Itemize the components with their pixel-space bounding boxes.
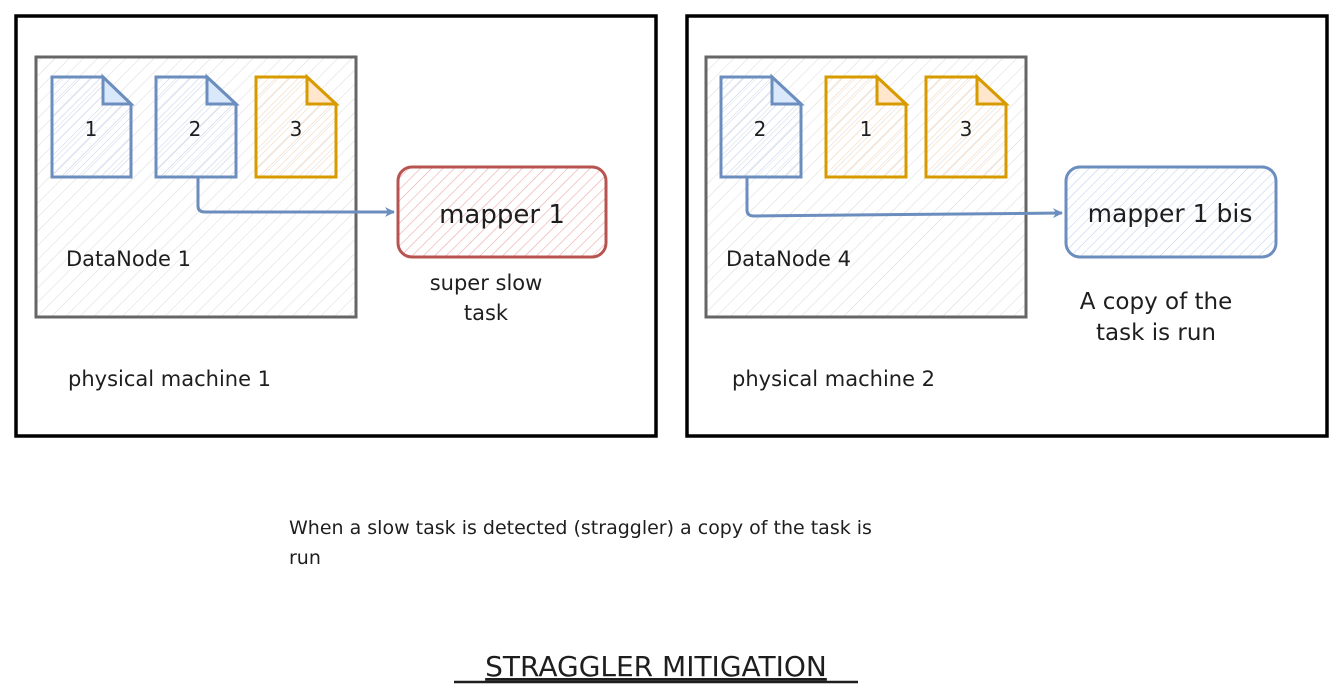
mapper-1-label: mapper 1 bbox=[439, 200, 565, 230]
block-3-label: 3 bbox=[290, 117, 303, 141]
block-3-copy-label: 3 bbox=[960, 117, 973, 141]
block-2-copy-label: 2 bbox=[754, 117, 767, 141]
mapper-1-bis-note-line-1: A copy of the bbox=[1080, 289, 1233, 315]
mapper-1-bis: mapper 1 bis bbox=[1064, 165, 1278, 259]
mapper-1-note-line-1: super slow bbox=[430, 271, 543, 295]
caption-line-1: When a slow task is detected (straggler)… bbox=[289, 517, 872, 539]
arrow-block2-to-mapper1 bbox=[196, 177, 395, 217]
physical-machine-2: DataNode 4 2 1 3 mapper 1 bis A copy of … bbox=[685, 14, 1329, 438]
diagram-title: STRAGGLER MITIGATION bbox=[485, 650, 827, 683]
mapper-1-note-line-2: task bbox=[464, 301, 509, 325]
block-1-label: 1 bbox=[85, 117, 98, 141]
block-file-3-copy: 3 bbox=[924, 73, 1010, 179]
datanode-1-label: DataNode 1 bbox=[66, 247, 191, 271]
block-file-2-copy: 2 bbox=[719, 73, 805, 179]
caption-line-2: run bbox=[289, 547, 321, 569]
mapper-1-bis-label: mapper 1 bis bbox=[1088, 199, 1253, 228]
mapper-1: mapper 1 bbox=[396, 165, 608, 259]
machine-2-label: physical machine 2 bbox=[732, 367, 935, 391]
mapper-1-bis-note-line-2: task is run bbox=[1096, 320, 1216, 346]
block-file-1-copy: 1 bbox=[824, 73, 910, 179]
block-2-label: 2 bbox=[189, 117, 202, 141]
block-file-3: 3 bbox=[254, 73, 340, 179]
arrow-block2-to-mapper1-bis bbox=[745, 177, 1063, 219]
datanode-4-label: DataNode 4 bbox=[726, 247, 851, 271]
block-file-2: 2 bbox=[154, 73, 240, 179]
physical-machine-1: DataNode 1 1 2 3 mapper 1 super slow tas… bbox=[14, 14, 658, 438]
block-1-copy-label: 1 bbox=[860, 117, 873, 141]
machine-1-label: physical machine 1 bbox=[68, 367, 271, 391]
block-file-1: 1 bbox=[50, 73, 135, 179]
